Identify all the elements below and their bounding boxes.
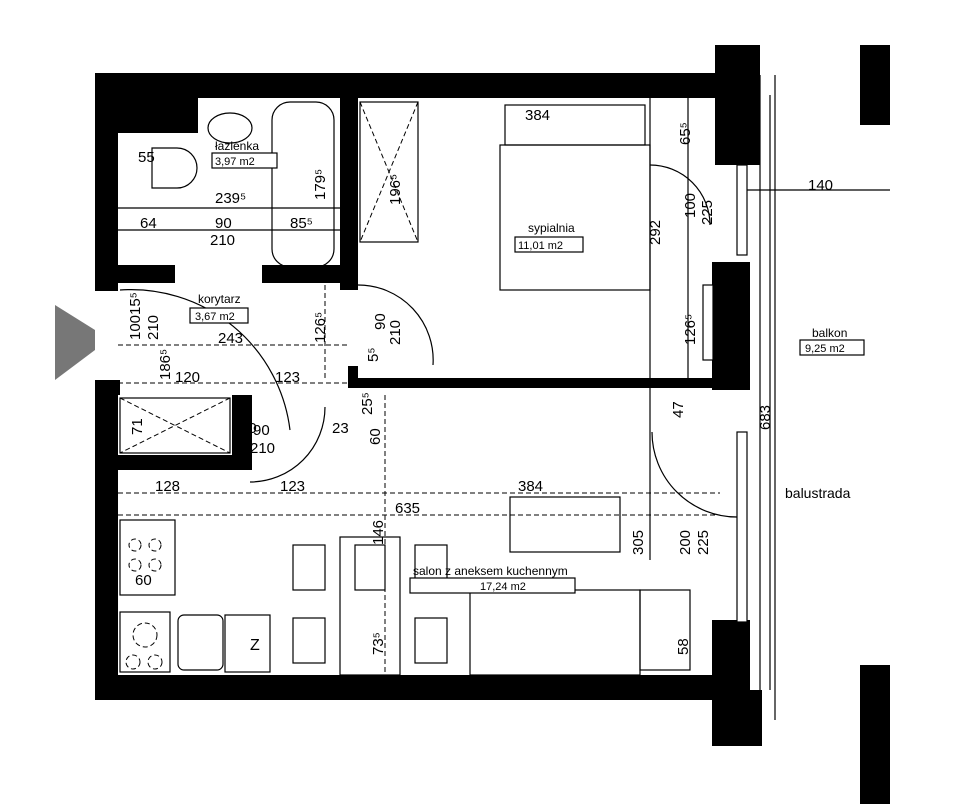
- toilet-icon: [207, 112, 253, 144]
- svg-text:25⁵: 25⁵: [359, 392, 376, 415]
- svg-text:10: 10: [240, 420, 257, 437]
- svg-text:186⁵: 186⁵: [157, 349, 174, 380]
- kitchen-sink-icon: [177, 614, 224, 671]
- room-area-balcony: 9,25 m2: [805, 343, 845, 355]
- sink-icon: [151, 147, 198, 189]
- svg-text:140: 140: [808, 177, 833, 194]
- svg-text:47: 47: [670, 401, 687, 418]
- room-name-bathroom: łazienka: [215, 139, 259, 153]
- svg-text:210: 210: [250, 440, 275, 457]
- svg-text:71: 71: [129, 418, 146, 435]
- svg-text:60: 60: [367, 428, 384, 445]
- svg-text:90: 90: [215, 215, 232, 232]
- room-name-living: salon z aneksem kuchennym: [413, 564, 568, 578]
- svg-text:292: 292: [647, 220, 664, 245]
- svg-text:100: 100: [127, 315, 144, 340]
- svg-text:305: 305: [630, 530, 647, 555]
- svg-text:196⁵: 196⁵: [387, 174, 404, 205]
- room-name-corridor: korytarz: [198, 292, 241, 306]
- svg-text:126⁵: 126⁵: [682, 314, 699, 345]
- room-area-living: 17,24 m2: [480, 581, 526, 593]
- svg-text:23: 23: [332, 420, 349, 437]
- svg-text:123: 123: [275, 369, 300, 386]
- fridge-label: Z: [250, 637, 260, 654]
- svg-text:243: 243: [218, 330, 243, 347]
- svg-text:85⁵: 85⁵: [290, 215, 313, 232]
- svg-text:37⁵: 37⁵: [182, 105, 199, 128]
- dimension-labels: 37⁵ 55 239⁵ 179⁵ 64 90 210 85⁵ 196⁵ 384 …: [127, 105, 833, 655]
- svg-text:210: 210: [210, 232, 235, 249]
- svg-text:146: 146: [370, 520, 387, 545]
- svg-text:73⁵: 73⁵: [370, 632, 387, 655]
- svg-text:635: 635: [395, 500, 420, 517]
- svg-text:384: 384: [518, 478, 543, 495]
- room-area-bedroom: 11,01 m2: [518, 240, 563, 252]
- room-name-bedroom: sypialnia: [528, 221, 575, 235]
- svg-text:200: 200: [677, 530, 694, 555]
- svg-text:55: 55: [138, 149, 155, 166]
- bathtub-icon: [271, 101, 335, 268]
- svg-text:65⁵: 65⁵: [677, 122, 694, 145]
- svg-text:239⁵: 239⁵: [215, 190, 246, 207]
- svg-text:15⁵: 15⁵: [127, 292, 144, 315]
- svg-text:58: 58: [675, 638, 692, 655]
- svg-text:225: 225: [695, 530, 712, 555]
- svg-text:100: 100: [682, 193, 699, 218]
- svg-text:120: 120: [175, 369, 200, 386]
- room-name-balcony: balkon: [812, 326, 847, 340]
- svg-text:90: 90: [253, 422, 270, 439]
- walls: [95, 45, 890, 804]
- stove-icon: [119, 519, 176, 596]
- room-area-corridor: 3,67 m2: [195, 311, 235, 323]
- svg-text:64: 64: [140, 215, 157, 232]
- svg-text:384: 384: [525, 107, 550, 124]
- svg-text:179⁵: 179⁵: [312, 169, 329, 200]
- svg-text:126⁵: 126⁵: [312, 312, 329, 343]
- svg-text:123: 123: [280, 478, 305, 495]
- svg-text:210: 210: [145, 315, 162, 340]
- svg-text:210: 210: [387, 320, 404, 345]
- svg-text:5⁵: 5⁵: [365, 347, 382, 362]
- entrance-marker: [55, 305, 95, 380]
- room-area-bathroom: 3,97 m2: [215, 156, 255, 168]
- svg-text:90: 90: [372, 313, 389, 330]
- washer-icon: [132, 99, 158, 125]
- svg-text:128: 128: [155, 478, 180, 495]
- balustrade-label: balustrada: [785, 485, 851, 501]
- svg-text:225: 225: [699, 200, 716, 225]
- svg-text:683: 683: [757, 405, 774, 430]
- svg-text:60: 60: [135, 572, 152, 589]
